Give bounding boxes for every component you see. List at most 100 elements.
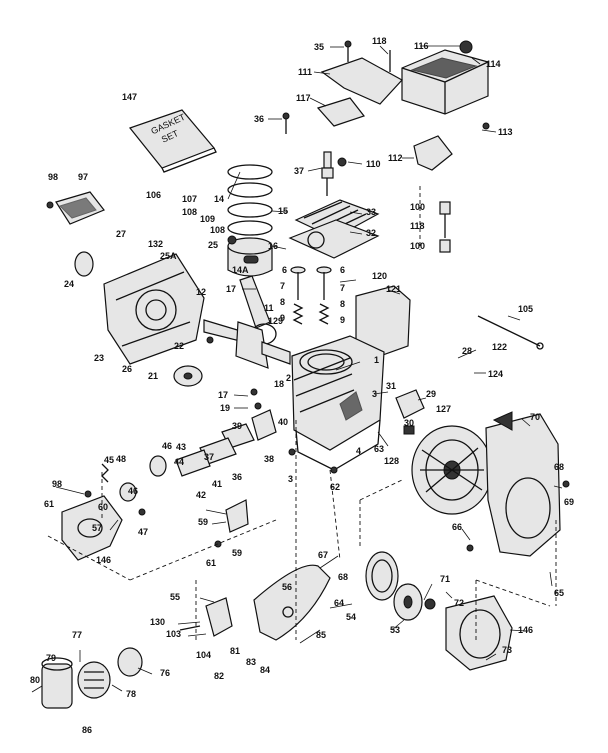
callout-36: 36 bbox=[232, 472, 242, 482]
callout-37: 37 bbox=[204, 452, 214, 462]
callout-109: 109 bbox=[200, 214, 215, 224]
callout-132: 132 bbox=[148, 239, 163, 249]
callout-8: 8 bbox=[280, 297, 285, 307]
callout-21: 21 bbox=[148, 371, 158, 381]
intake-gaskets bbox=[175, 409, 277, 477]
callout-60: 60 bbox=[98, 502, 108, 512]
callout-55: 55 bbox=[170, 592, 180, 602]
muffler-assembly bbox=[41, 647, 143, 709]
callout-108: 108 bbox=[182, 207, 197, 217]
callout-124: 124 bbox=[488, 369, 503, 379]
callout-7: 7 bbox=[340, 283, 345, 293]
callout-113: 113 bbox=[498, 127, 513, 137]
callout-36: 36 bbox=[254, 114, 264, 124]
callout-47: 47 bbox=[138, 527, 148, 537]
callout-46: 46 bbox=[162, 441, 172, 451]
callout-15: 15 bbox=[278, 206, 288, 216]
governor-lever bbox=[225, 499, 249, 533]
callout-67: 67 bbox=[318, 550, 328, 560]
callout-61: 61 bbox=[44, 499, 54, 509]
callout-24: 24 bbox=[64, 279, 74, 289]
callout-118: 118 bbox=[372, 36, 387, 46]
callout-78: 78 bbox=[126, 689, 136, 699]
callout-98: 98 bbox=[52, 479, 62, 489]
callout-17: 17 bbox=[218, 390, 228, 400]
callout-85: 85 bbox=[316, 630, 326, 640]
bracket-112 bbox=[413, 135, 453, 171]
callout-147: 147 bbox=[122, 92, 137, 102]
callout-57: 57 bbox=[92, 523, 102, 533]
callout-81: 81 bbox=[230, 646, 240, 656]
breather-cover bbox=[55, 191, 105, 225]
rotating-screen bbox=[365, 551, 399, 601]
flywheel bbox=[411, 425, 493, 515]
callout-32: 32 bbox=[366, 228, 376, 238]
callout-12: 12 bbox=[196, 287, 206, 297]
callout-25A: 25A bbox=[160, 251, 177, 261]
rewind-starter bbox=[424, 595, 513, 671]
callout-108: 108 bbox=[210, 225, 225, 235]
callout-100: 100 bbox=[410, 202, 425, 212]
callout-59: 59 bbox=[198, 517, 208, 527]
cylinder-block bbox=[291, 335, 385, 471]
callout-39: 39 bbox=[232, 421, 242, 431]
callout-19: 19 bbox=[220, 403, 230, 413]
screw-98 bbox=[46, 201, 54, 209]
callout-100: 100 bbox=[410, 241, 425, 251]
leader-lines bbox=[31, 45, 563, 693]
callout-37: 37 bbox=[294, 166, 304, 176]
callout-105: 105 bbox=[518, 304, 533, 314]
callout-48: 48 bbox=[116, 454, 126, 464]
callout-129: 129 bbox=[268, 316, 283, 326]
callout-128: 128 bbox=[384, 456, 399, 466]
callout-83: 83 bbox=[246, 657, 256, 667]
callout-33: 33 bbox=[366, 207, 376, 217]
callout-70: 70 bbox=[530, 412, 540, 422]
callout-53: 53 bbox=[390, 625, 400, 635]
callout-98: 98 bbox=[48, 172, 58, 182]
callout-29: 29 bbox=[426, 389, 436, 399]
callout-26: 26 bbox=[122, 364, 132, 374]
callout-62: 62 bbox=[330, 482, 340, 492]
blower-housing bbox=[485, 411, 561, 557]
cylinder-head bbox=[288, 199, 380, 259]
callout-23: 23 bbox=[94, 353, 104, 363]
callout-82: 82 bbox=[214, 671, 224, 681]
callout-27: 27 bbox=[116, 229, 126, 239]
callout-61: 61 bbox=[206, 558, 216, 568]
callout-22: 22 bbox=[174, 341, 184, 351]
callout-6: 6 bbox=[282, 265, 287, 275]
gasket-set-box[interactable] bbox=[129, 109, 217, 173]
callout-8: 8 bbox=[340, 299, 345, 309]
bolt-36 bbox=[282, 112, 290, 134]
starter-cup bbox=[393, 583, 423, 621]
ignition-module bbox=[395, 389, 425, 435]
bolt-35 bbox=[344, 40, 352, 62]
callout-130: 130 bbox=[150, 617, 165, 627]
carburetor-parts bbox=[101, 455, 167, 502]
oil-seal-24 bbox=[74, 251, 94, 277]
callout-41: 41 bbox=[212, 479, 222, 489]
gear-21 bbox=[173, 365, 203, 387]
callout-7: 7 bbox=[280, 281, 285, 291]
callout-28: 28 bbox=[462, 346, 472, 356]
callout-40: 40 bbox=[278, 417, 288, 427]
callout-45: 45 bbox=[104, 455, 114, 465]
callout-127: 127 bbox=[436, 404, 451, 414]
muffler-guard bbox=[253, 564, 331, 641]
callout-97: 97 bbox=[78, 172, 88, 182]
callout-84: 84 bbox=[260, 665, 270, 675]
callout-76: 76 bbox=[160, 668, 170, 678]
callout-64: 64 bbox=[334, 598, 344, 608]
callout-65: 65 bbox=[554, 588, 564, 598]
callout-77: 77 bbox=[72, 630, 82, 640]
callout-120: 120 bbox=[372, 271, 387, 281]
air-cleaner-cover bbox=[401, 40, 489, 115]
callout-117: 117 bbox=[296, 93, 311, 103]
callout-103: 103 bbox=[166, 629, 181, 639]
crankcase-cover bbox=[103, 253, 205, 365]
callout-54: 54 bbox=[346, 612, 356, 622]
callout-72: 72 bbox=[454, 598, 464, 608]
